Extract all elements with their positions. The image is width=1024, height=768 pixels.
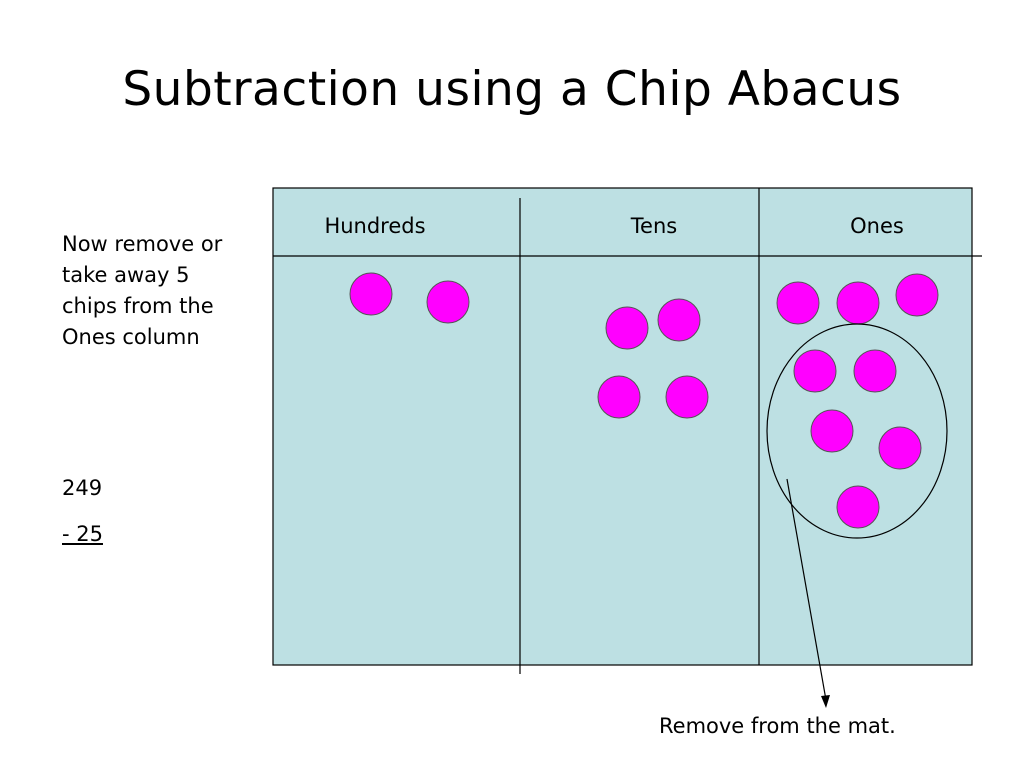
chip-ones-remove — [853, 349, 897, 393]
chip-ones — [793, 349, 837, 393]
chip-hundreds — [426, 280, 470, 324]
slide-title: Subtraction using a Chip Abacus — [122, 62, 902, 117]
chip-tens — [605, 306, 649, 350]
chip-hundreds — [349, 272, 393, 316]
minuend: 249 — [62, 476, 103, 500]
chip-ones-remove — [836, 485, 880, 529]
column-label-hundreds: Hundreds — [324, 214, 425, 238]
remove-callout-text: Remove from the mat. — [659, 714, 896, 738]
column-label-ones: Ones — [850, 214, 904, 238]
chip-ones — [895, 273, 939, 317]
chip-tens — [597, 375, 641, 419]
arrow-head — [821, 695, 830, 708]
chip-tens — [665, 375, 709, 419]
subtrahend: - 25 — [62, 522, 103, 546]
instruction-text: Now remove or take away 5 chips from the… — [62, 232, 223, 349]
abacus-mat — [272, 187, 973, 666]
chip-ones — [836, 281, 880, 325]
chip-ones-remove — [810, 409, 854, 453]
removal-group-circle — [766, 323, 948, 539]
callout-arrow — [786, 478, 827, 701]
column-label-tens: Tens — [630, 214, 677, 238]
chip-tens — [657, 298, 701, 342]
chip-ones — [776, 281, 820, 325]
chip-ones-remove — [878, 426, 922, 470]
